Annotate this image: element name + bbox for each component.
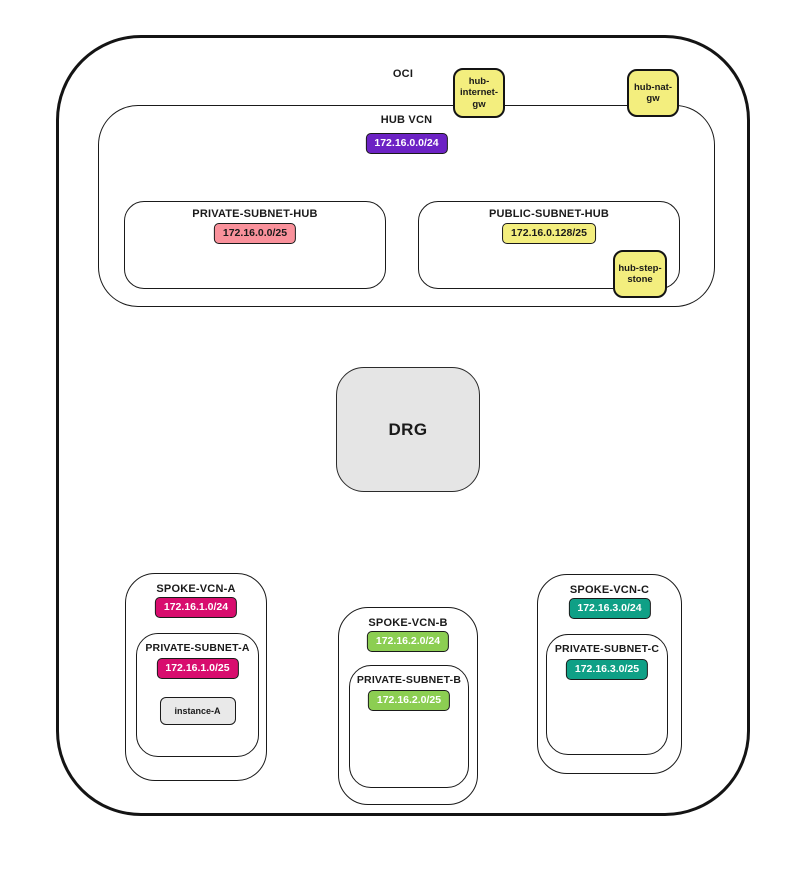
spoke-vcn-b-box: SPOKE-VCN-B 172.16.2.0/24 PRIVATE-SUBNET… [338,607,478,805]
drg-label: DRG [388,419,428,439]
private-subnet-a-cidr-badge: 172.16.1.0/25 [156,658,239,679]
public-subnet-hub-label: PUBLIC-SUBNET-HUB [488,208,610,220]
instance-a-box: instance-A [159,697,236,725]
private-subnet-hub-label: PRIVATE-SUBNET-HUB [192,208,318,220]
spoke-vcn-c-cidr-badge: 172.16.3.0/24 [568,598,651,619]
private-subnet-c-cidr-badge: 172.16.3.0/25 [565,659,649,680]
hub-vcn-label: HUB VCN [380,114,433,126]
spoke-vcn-c-label: SPOKE-VCN-C [569,584,650,596]
hub-internet-gateway-label-line1: hub- [468,75,490,87]
private-subnet-hub-box: PRIVATE-SUBNET-HUB 172.16.0.0/25 [124,201,386,289]
private-subnet-hub-cidr-badge: 172.16.0.0/25 [213,223,297,244]
hub-internet-gateway-label-line3: gw [472,98,486,110]
hub-step-stone: hub-step- stone [613,250,667,298]
drg-box: DRG [336,367,480,492]
public-subnet-hub-box: PUBLIC-SUBNET-HUB 172.16.0.128/25 [418,201,680,289]
private-subnet-b-box: PRIVATE-SUBNET-B 172.16.2.0/25 [349,665,469,788]
hub-internet-gateway: hub- internet- gw [453,68,505,118]
hub-nat-gateway-label-line2: gw [646,93,660,104]
hub-step-stone-label-line1: hub-step- [618,262,662,274]
private-subnet-b-cidr-badge: 172.16.2.0/25 [367,690,451,711]
spoke-vcn-c-box: SPOKE-VCN-C 172.16.3.0/24 PRIVATE-SUBNET… [537,574,682,774]
hub-vcn-box: HUB VCN 172.16.0.0/24 PRIVATE-SUBNET-HUB… [98,105,715,307]
hub-internet-gateway-label-line2: internet- [460,87,498,99]
private-subnet-c-box: PRIVATE-SUBNET-C 172.16.3.0/25 [546,634,668,755]
private-subnet-a-box: PRIVATE-SUBNET-A 172.16.1.0/25 instance-… [136,633,259,757]
spoke-vcn-a-box: SPOKE-VCN-A 172.16.1.0/24 PRIVATE-SUBNET… [125,573,267,781]
private-subnet-c-label: PRIVATE-SUBNET-C [554,643,660,655]
hub-vcn-cidr-badge: 172.16.0.0/24 [365,133,448,154]
hub-nat-gateway-label-line1: hub-nat- [634,81,672,93]
private-subnet-a-label: PRIVATE-SUBNET-A [145,642,250,654]
hub-nat-gateway: hub-nat- gw [627,69,679,117]
private-subnet-b-label: PRIVATE-SUBNET-B [356,674,462,686]
spoke-vcn-b-cidr-badge: 172.16.2.0/24 [366,631,450,652]
spoke-vcn-a-label: SPOKE-VCN-A [156,583,236,595]
spoke-vcn-a-cidr-badge: 172.16.1.0/24 [154,597,238,618]
spoke-vcn-b-label: SPOKE-VCN-B [368,617,448,629]
oci-label: OCI [392,68,414,80]
hub-step-stone-label-line2: stone [627,274,653,285]
public-subnet-hub-cidr-badge: 172.16.0.128/25 [502,223,596,244]
